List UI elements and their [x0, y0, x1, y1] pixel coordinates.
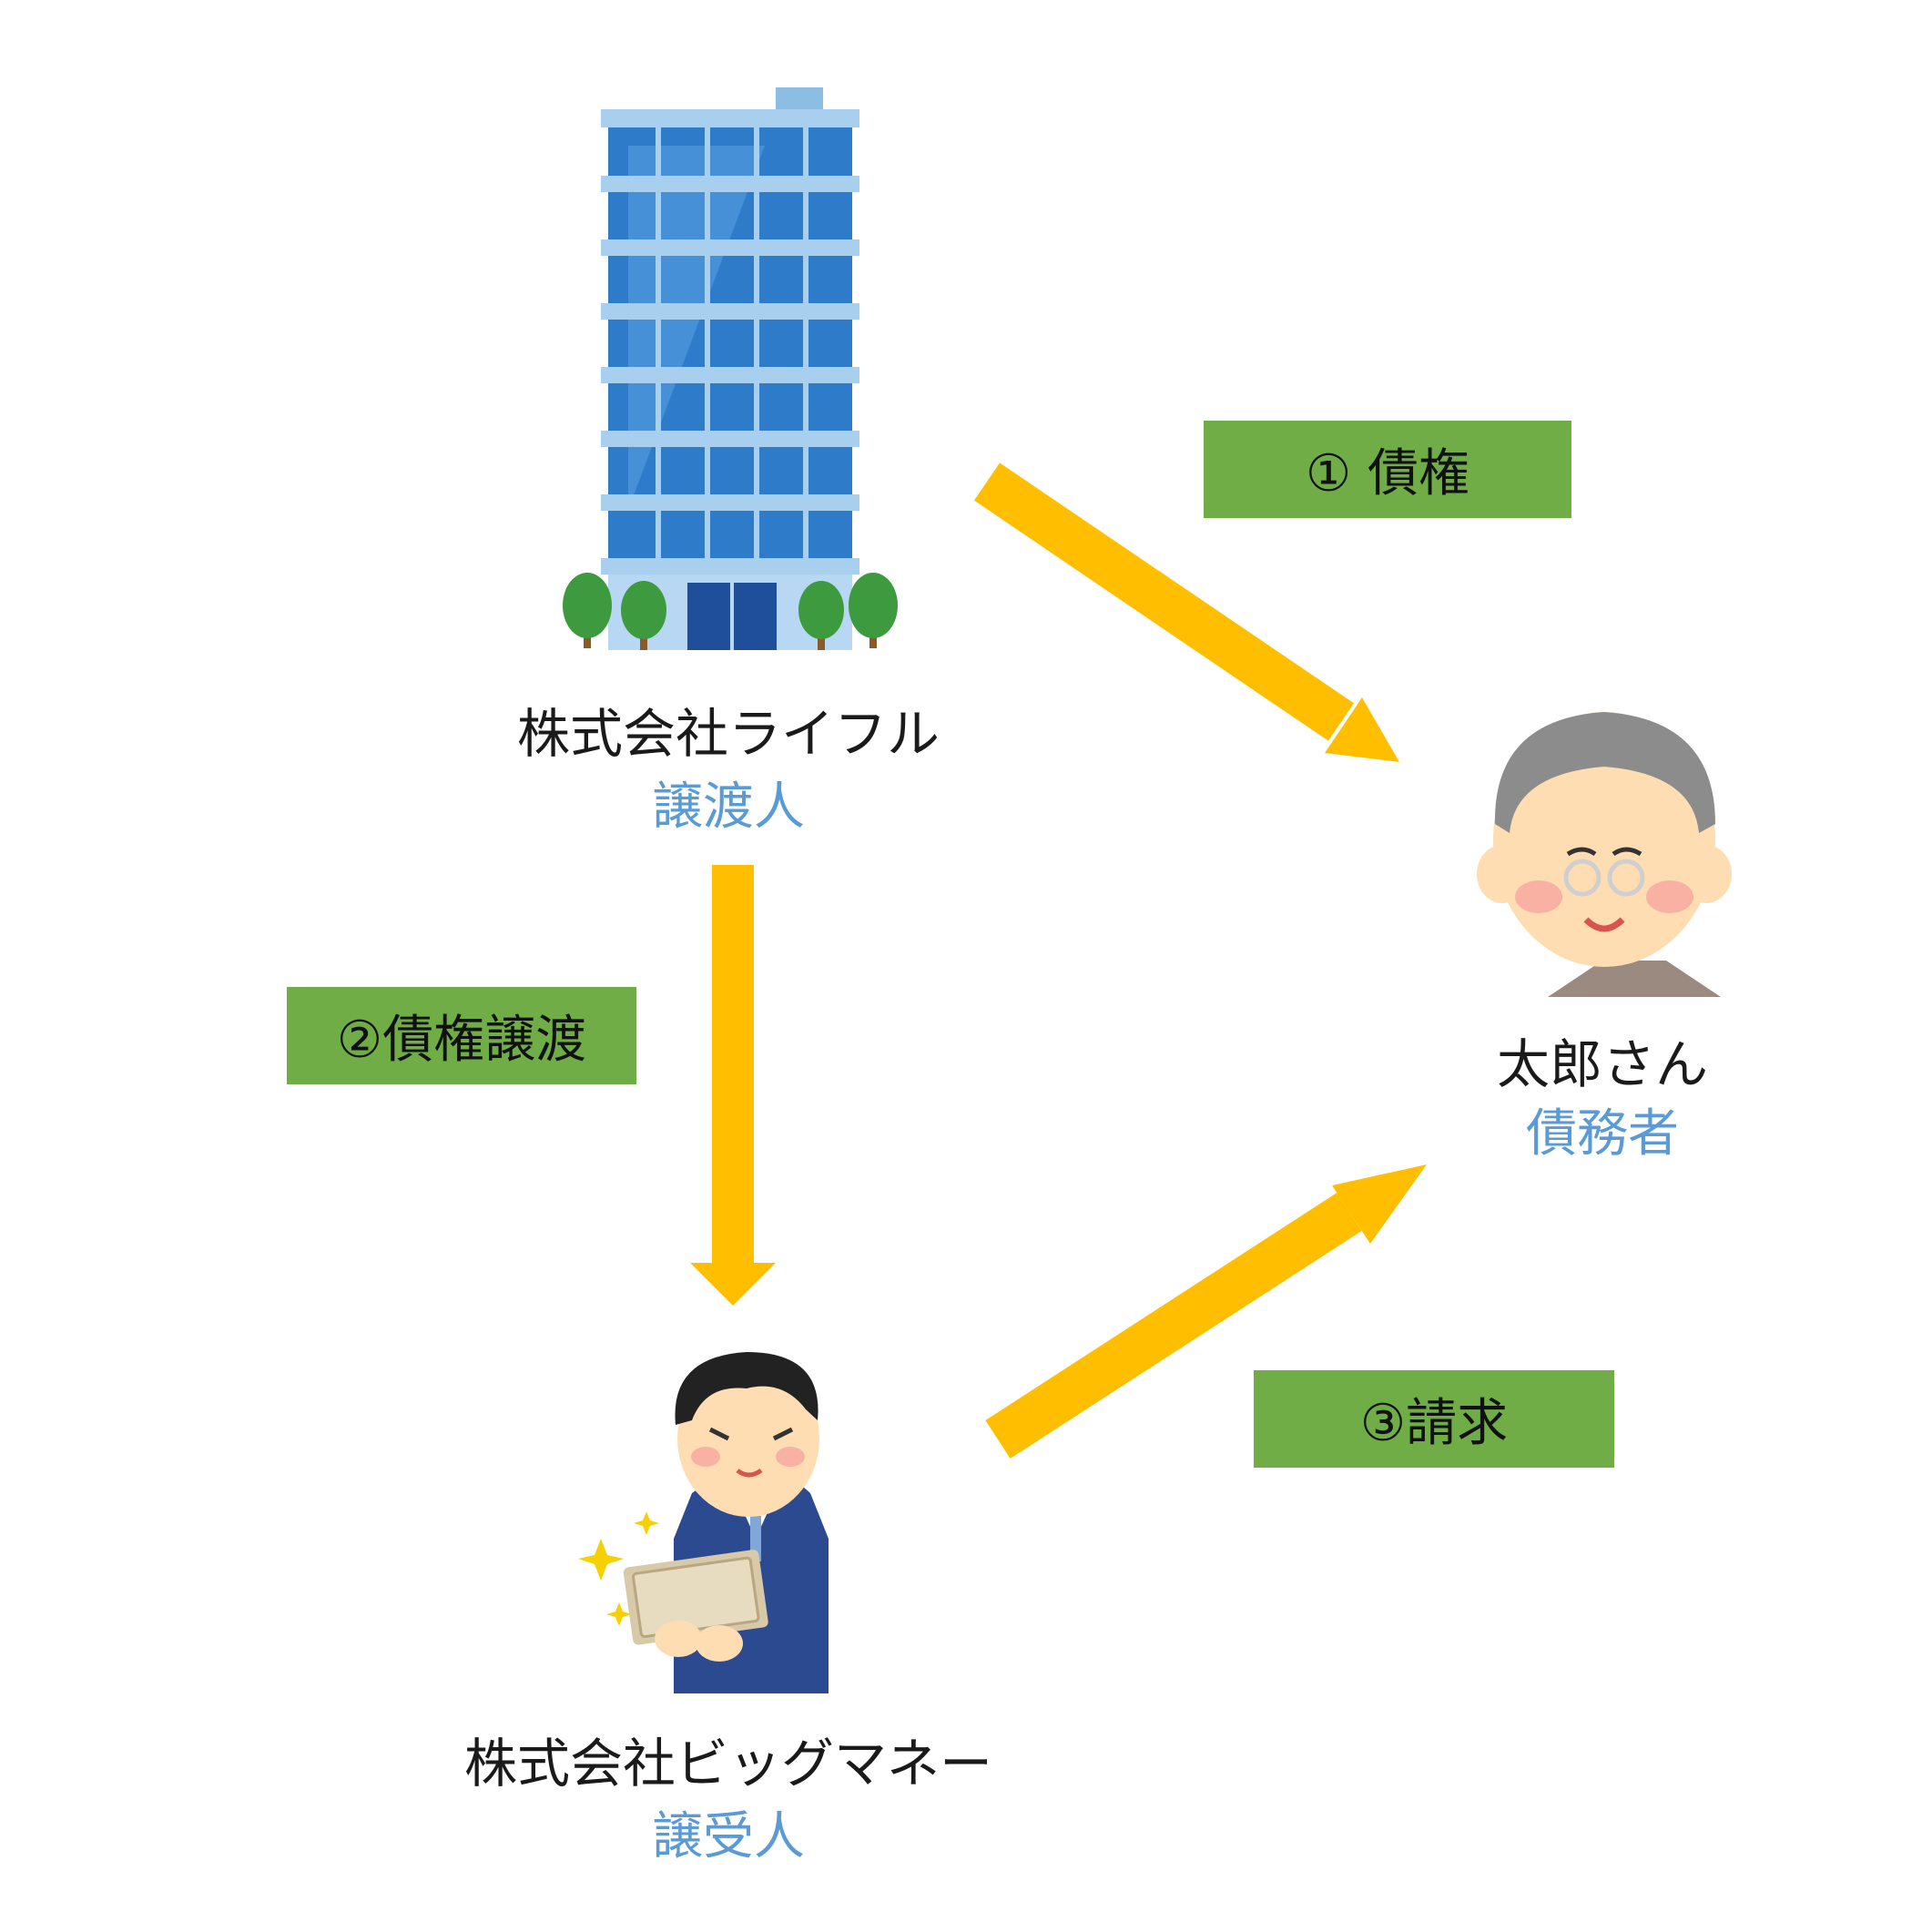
step-label-demand: ③請求 — [1254, 1370, 1614, 1468]
transferor-role: 譲渡人 — [455, 782, 1002, 833]
transferor-name: 株式会社ライフル — [455, 707, 1002, 760]
transferee-name: 株式会社ビッグマネー — [419, 1737, 1038, 1790]
arrow-claim — [987, 482, 1399, 762]
debtor-name: 太郎さん — [1420, 1038, 1785, 1091]
arrow-transfer — [690, 865, 776, 1306]
transferee-role: 譲受人 — [419, 1812, 1038, 1863]
businessman-with-money-icon — [578, 1352, 829, 1693]
elderly-man-icon — [1477, 712, 1732, 997]
office-building-icon — [563, 87, 898, 650]
step-label-transfer: ②債権譲渡 — [287, 987, 636, 1084]
step-label-claim: ① 債権 — [1204, 421, 1571, 518]
debtor-role: 債務者 — [1420, 1109, 1785, 1160]
